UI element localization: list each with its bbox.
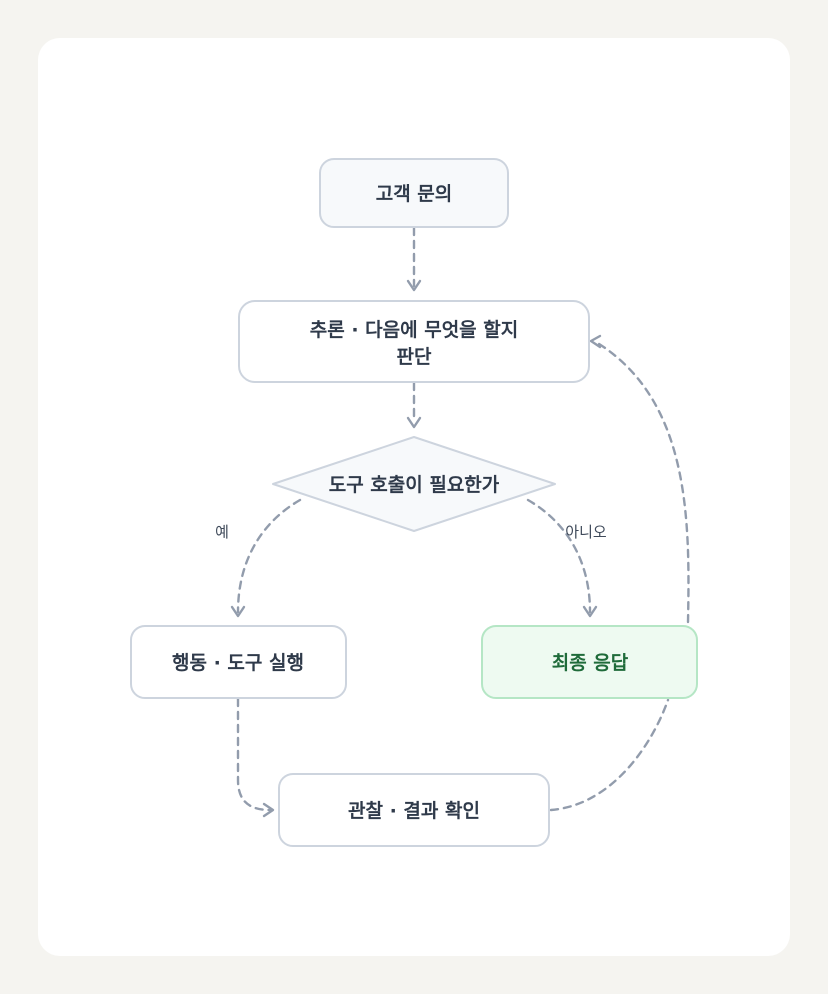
node-reason-label-line2: 판단	[397, 346, 432, 368]
arrowhead-final	[582, 605, 598, 618]
node-action-label: 행동 · 도구 실행	[172, 652, 304, 674]
edge-decision-to-final	[526, 498, 592, 614]
node-decision: 도구 호출이 필요한가	[272, 436, 556, 532]
node-observe-label: 관찰 · 결과 확인	[348, 799, 480, 822]
node-final: 최종 응답	[481, 625, 698, 699]
node-final-label: 최종 응답	[552, 652, 629, 674]
edge-loop-back-to-reason	[594, 340, 690, 624]
edge-observe-loop	[549, 698, 670, 812]
arrowhead-reason	[406, 279, 422, 292]
node-inquiry-label: 고객 문의	[376, 183, 453, 205]
edge-decision-to-action	[236, 498, 302, 614]
arrowhead-observe	[262, 802, 275, 818]
arrowhead-reason-loop	[589, 334, 602, 349]
node-decision-label: 도구 호출이 필요한가	[329, 474, 500, 496]
arrowhead-action	[230, 605, 246, 618]
node-reason: 추론 · 다음에 무엇을 할지 판단	[238, 300, 590, 383]
node-observe: 관찰 · 결과 확인	[278, 773, 550, 847]
edge-action-to-observe	[236, 697, 272, 812]
node-inquiry: 고객 문의	[319, 158, 509, 228]
node-action: 행동 · 도구 실행	[130, 625, 347, 699]
edge-label-yes: 예	[215, 523, 229, 541]
edge-label-no: 아니오	[565, 523, 607, 541]
arrowhead-decision	[406, 416, 422, 429]
node-reason-label-line1: 추론 · 다음에 무엇을 할지	[310, 318, 518, 341]
